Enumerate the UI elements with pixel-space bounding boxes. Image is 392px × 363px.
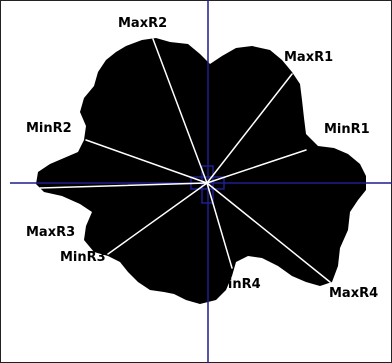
label-maxr4: MaxR4 [329,287,378,300]
label-minr2: MinR2 [26,122,72,135]
label-minr4: MinR4 [215,278,261,291]
label-minr3: MinR3 [60,251,106,264]
label-minr1: MinR1 [324,123,370,136]
label-maxr1: MaxR1 [284,51,333,64]
label-maxr2: MaxR2 [118,17,167,30]
label-maxr3: MaxR3 [26,226,75,239]
